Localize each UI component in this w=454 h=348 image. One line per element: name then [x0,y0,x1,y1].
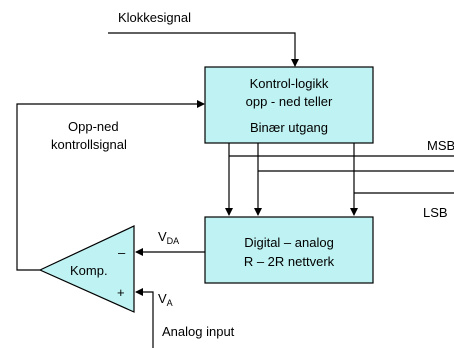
clock-signal-wire [108,32,299,67]
control-logic-title: Kontrol-logikk [250,76,329,91]
clock-signal-label: Klokkesignal [118,10,191,25]
lsb-label: LSB [423,205,448,220]
updown-label-line1: Opp-ned [68,119,119,134]
updown-label-line2: kontrollsignal [51,137,127,152]
comparator-block [38,225,135,313]
dac-subtitle: R – 2R nettverk [244,254,335,269]
analog-input-label: Analog input [162,324,235,339]
minus-input-sign: – [118,245,126,260]
va-label: VA [158,291,173,308]
control-logic-subtitle: opp - ned teller [246,94,333,109]
updown-control-wire [16,100,205,271]
analog-input-wire [135,288,154,348]
binary-output-label: Binær utgang [250,120,328,135]
dac-title: Digital – analog [244,235,334,250]
plus-input-sign: + [117,285,125,300]
dac-block [204,216,374,284]
control-logic-block [204,66,374,144]
msb-label: MSB [427,138,454,153]
comparator-label: Komp. [70,263,108,278]
vda-label: VDA [158,229,179,246]
